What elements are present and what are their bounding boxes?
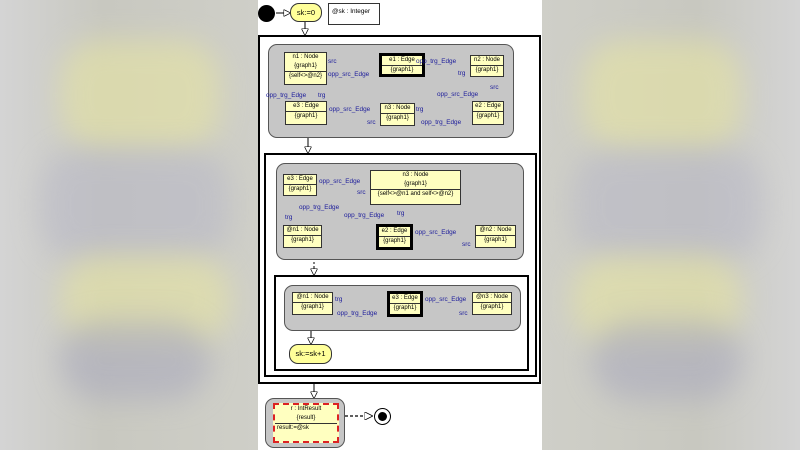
p2-n3-header: n3 : Node (402, 172, 429, 178)
increment-label: sk:=sk+1 (295, 349, 326, 358)
p2-n3-stereotype: {graph1} (404, 181, 427, 187)
start-activity: sk:=0 (290, 3, 322, 22)
p1-label-src: src (328, 58, 337, 65)
p3-an3-header: @n3 : Node (475, 294, 509, 300)
p2-e2-stereotype: {graph1} (379, 236, 410, 246)
pattern3-node-at-n1: @n1 : Node {graph1} (292, 292, 333, 315)
result-object: r : IntResult {result} result:=@sk (273, 403, 339, 443)
p3-an1-header: @n1 : Node (296, 294, 329, 300)
e1-stereotype: {graph1} (382, 65, 422, 75)
p2-label-src: src (357, 189, 366, 196)
p3-label-opp-trg: opp_trg_Edge (337, 310, 378, 317)
p2-label-opp-trg-left: opp_trg_Edge (299, 204, 340, 211)
final-state-icon (374, 408, 391, 425)
pattern1-edge-e1: e1 : Edge {graph1} (379, 53, 425, 77)
n1-header: n1 : Node (292, 54, 319, 60)
n2-header: n2 : Node (473, 57, 501, 63)
n1-constraint: {self<>@n2} (285, 71, 326, 81)
pattern1-edge-e2: e2 : Edge {graph1} (472, 101, 504, 125)
p1-label-trg-left: trg (318, 92, 326, 99)
p1-label-trg-bottom: trg (416, 106, 424, 113)
p1-label-src-right: src (490, 84, 499, 91)
start-activity-label: sk:=0 (296, 8, 316, 17)
pattern2-edge-e3: e3 : Edge {graph1} (283, 174, 317, 196)
p3-e3-header: e3 : Edge (392, 295, 418, 301)
p3-label-opp-src: opp_src_Edge (425, 296, 467, 303)
p1-label-opp-trg: opp_trg_Edge (416, 58, 457, 65)
pattern1-node-n3: n3 : Node {graph1} (380, 103, 415, 126)
declaration-box: @sk : Integer (328, 3, 380, 25)
e2-header: e2 : Edge (475, 103, 501, 109)
pattern2-node-at-n2: @n2 : Node {graph1} (475, 225, 516, 248)
p1-label-opp-src: opp_src_Edge (328, 71, 370, 78)
pattern2-node-at-n1: @n1 : Node {graph1} (283, 225, 322, 248)
e3-header: e3 : Edge (293, 103, 319, 109)
p2-label-src-right: src (462, 241, 471, 248)
n2-stereotype: {graph1} (471, 65, 503, 75)
background-right (542, 0, 800, 450)
p1-label-opp-trg-left: opp_trg_Edge (266, 92, 307, 99)
p1-label-opp-trg-bottom: opp_trg_Edge (421, 119, 462, 126)
p2-label-opp-src: opp_src_Edge (319, 178, 361, 185)
p2-e3-stereotype: {graph1} (284, 184, 316, 194)
p2-an1-stereotype: {graph1} (284, 235, 321, 245)
p2-label-opp-trg-mid: opp_trg_Edge (344, 212, 385, 219)
pattern1-node-n1: n1 : Node {graph1} {self<>@n2} (284, 52, 327, 85)
pattern3-loop-frame (274, 275, 529, 371)
p2-e2-header: e2 : Edge (381, 228, 408, 234)
pattern3-edge-e3: e3 : Edge {graph1} (387, 291, 423, 317)
increment-activity: sk:=sk+1 (289, 344, 332, 364)
p1-label-opp-src-mid: opp_src_Edge (329, 106, 371, 113)
outer-loop-frame (258, 35, 541, 384)
p2-an2-header: @n2 : Node (479, 227, 512, 233)
p3-an1-stereotype: {graph1} (293, 302, 332, 312)
p2-label-opp-src-right: opp_src_Edge (415, 229, 457, 236)
p3-an3-stereotype: {graph1} (473, 302, 511, 312)
p3-e3-stereotype: {graph1} (390, 303, 420, 313)
p1-label-src-mid: src (367, 119, 376, 126)
result-assignment: result:=@sk (275, 423, 337, 433)
p2-label-trg-mid: trg (397, 210, 405, 217)
e2-stereotype: {graph1} (473, 111, 503, 121)
p1-label-trg: trg (458, 70, 466, 77)
n3-stereotype: {graph1} (381, 113, 414, 123)
result-stereotype: {result} (296, 415, 316, 421)
pattern1-node-n2: n2 : Node {graph1} (470, 55, 504, 77)
n1-stereotype: {graph1} (294, 63, 317, 69)
p2-e3-header: e3 : Edge (287, 176, 313, 182)
p2-n3-constraint: {self<>@n1 and self<>@n2} (371, 189, 460, 199)
p2-label-trg-left: trg (285, 214, 293, 221)
pattern2-node-n3: n3 : Node {graph1} {self<>@n1 and self<>… (370, 170, 461, 205)
pattern1-edge-e3: e3 : Edge {graph1} (285, 101, 327, 125)
p3-label-src: src (459, 310, 468, 317)
n3-header: n3 : Node (384, 105, 411, 111)
initial-state-icon (258, 5, 275, 22)
p2-an1-header: @n1 : Node (286, 227, 319, 233)
declaration-label: @sk : Integer (332, 8, 371, 15)
p2-an2-stereotype: {graph1} (476, 235, 515, 245)
e1-header: e1 : Edge (389, 57, 415, 63)
e3-stereotype: {graph1} (286, 111, 326, 121)
background-left (0, 0, 258, 450)
result-header: r : IntResult (290, 406, 322, 412)
pattern2-edge-e2: e2 : Edge {graph1} (376, 224, 413, 250)
pattern3-node-at-n3: @n3 : Node {graph1} (472, 292, 512, 315)
p3-label-trg: trg (335, 296, 343, 303)
p1-label-opp-src-right: opp_src_Edge (437, 91, 479, 98)
pattern2-loop-frame (264, 153, 537, 377)
